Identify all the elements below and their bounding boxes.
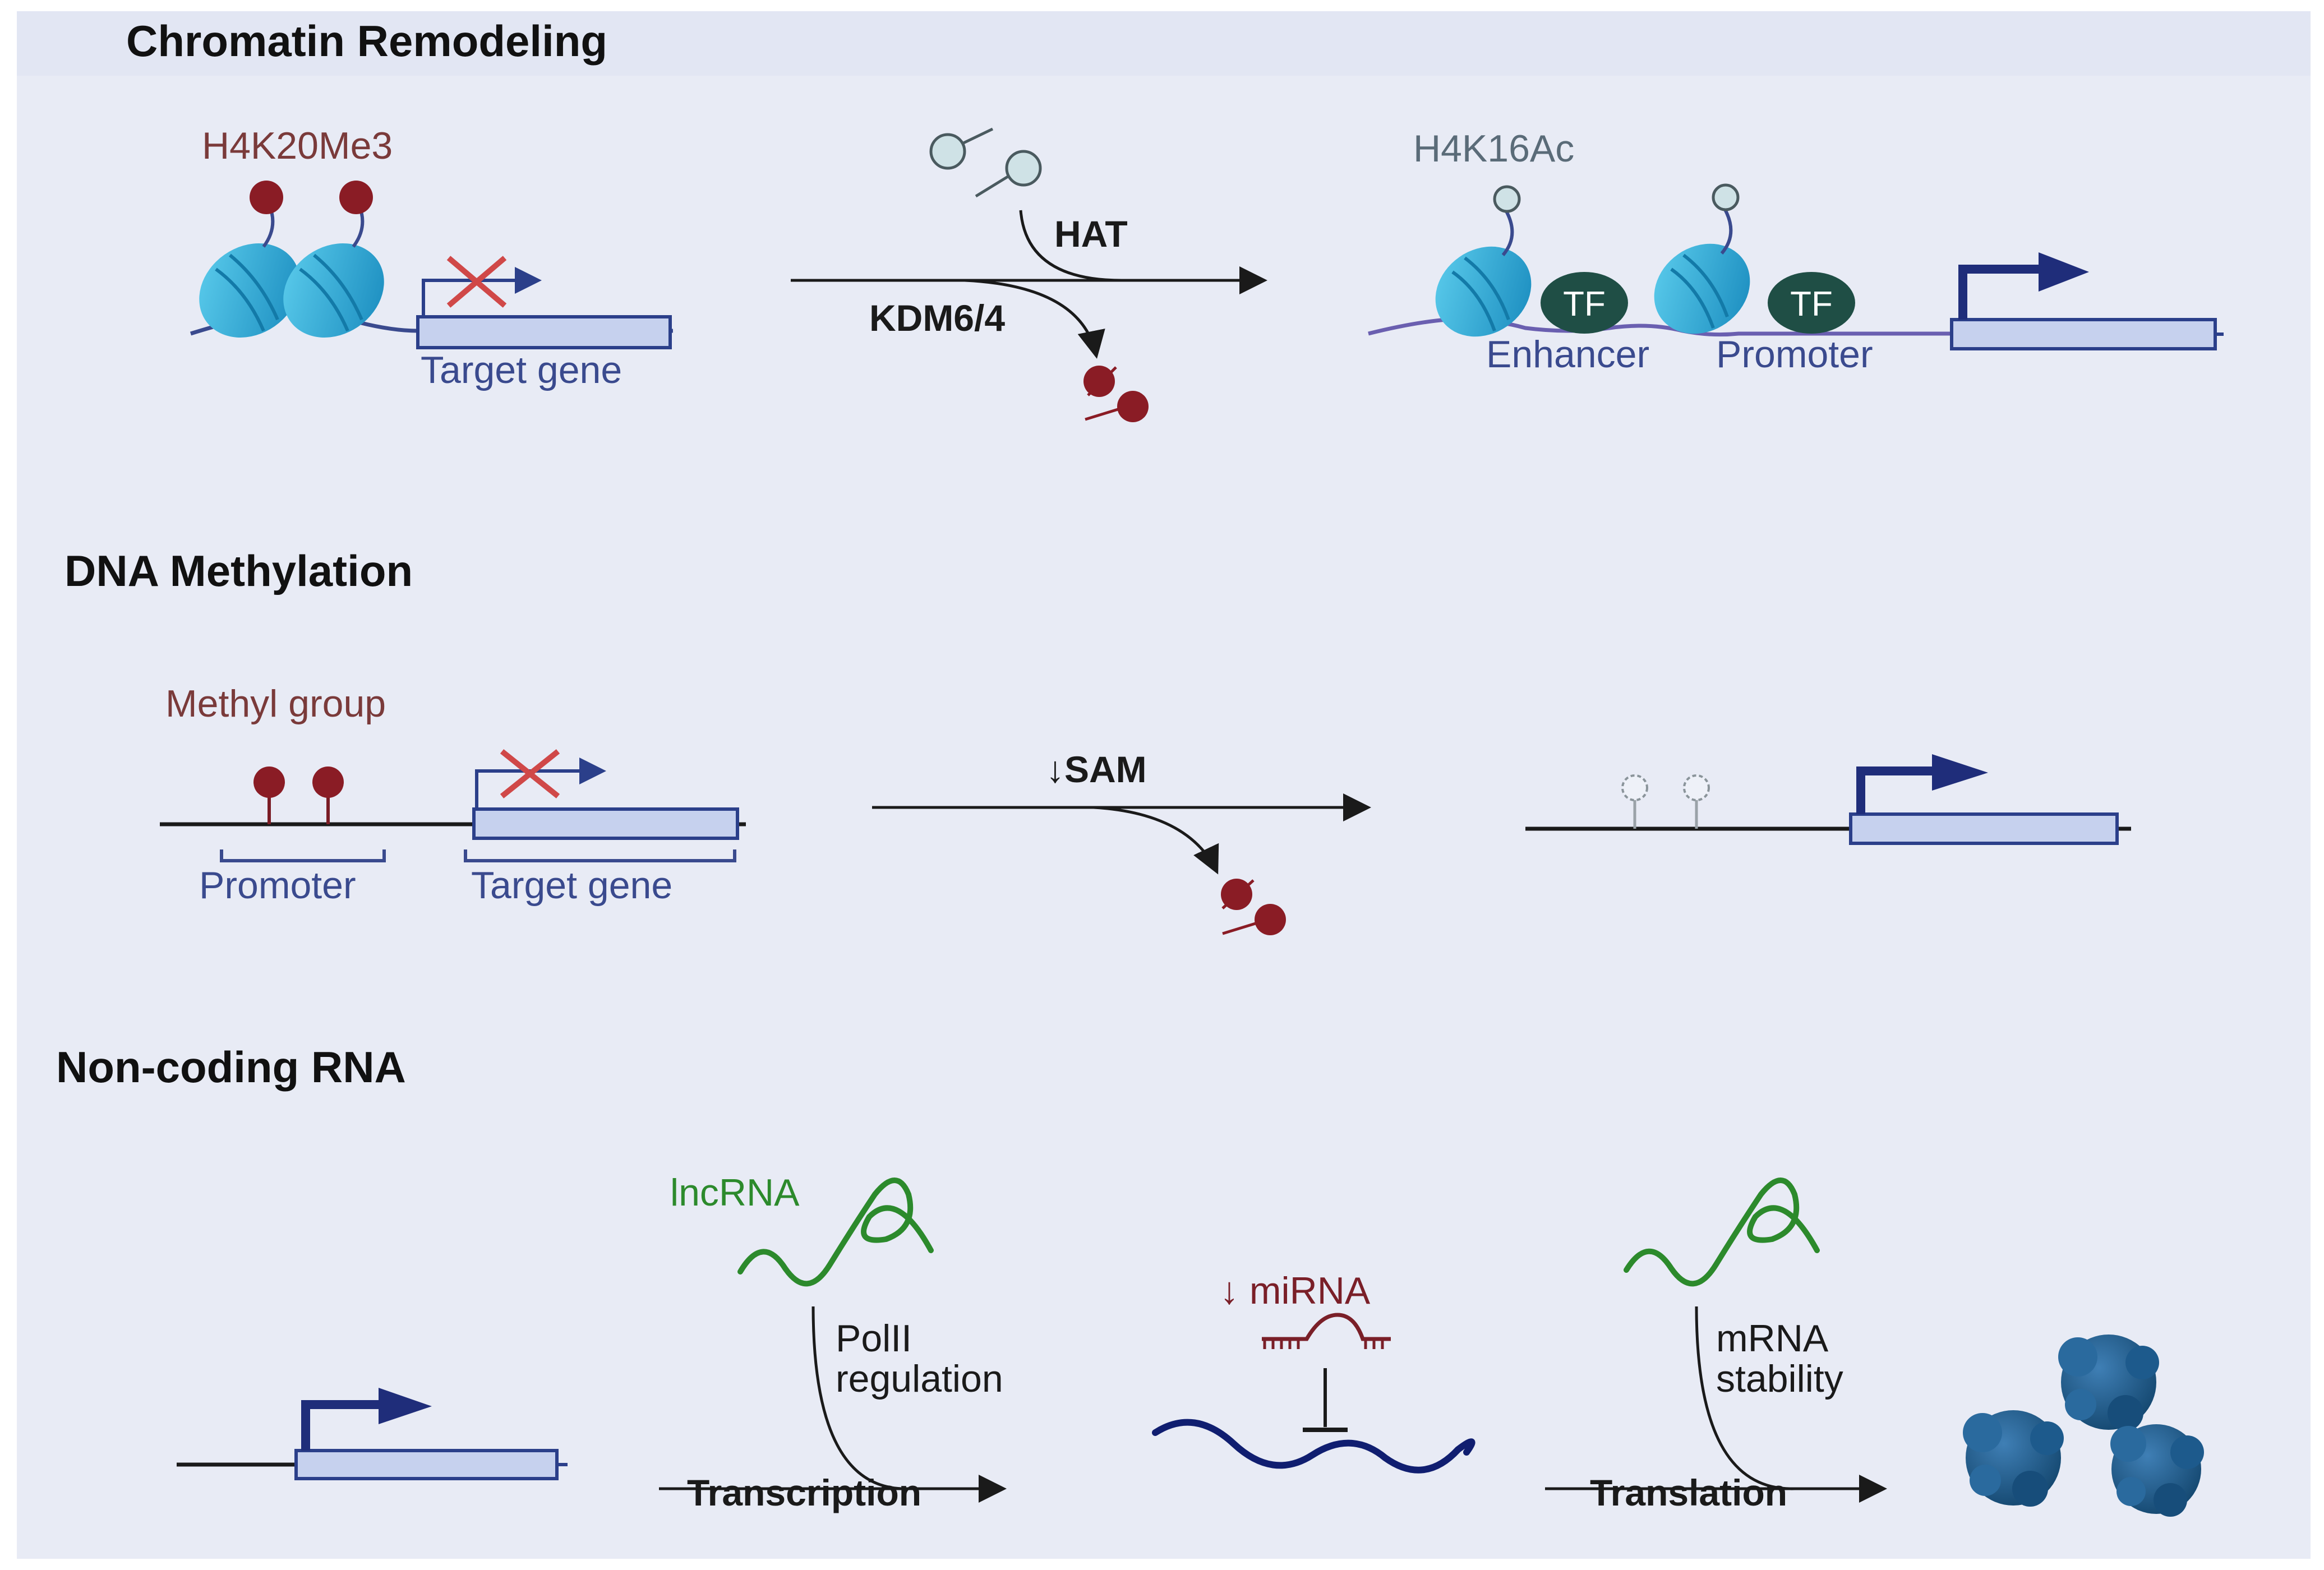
- mirna-label: ↓ miRNA: [1220, 1269, 1371, 1312]
- acetyl-group-icon: [929, 127, 994, 170]
- nucleosome-icon: [199, 243, 300, 338]
- released-methyl-bond: [1222, 921, 1260, 935]
- mrna-label: mRNA: [1716, 1317, 1829, 1360]
- nucleosome-icon: [283, 243, 384, 338]
- blocked-cross-icon: [500, 749, 560, 798]
- section-title-chromatin: Chromatin Remodeling: [126, 16, 607, 66]
- target-gene-label: Target gene: [471, 864, 672, 907]
- mrna-strand-icon: [1152, 1419, 1475, 1474]
- lncrna-strand-icon: [737, 1178, 934, 1287]
- lncrna-strand-icon: [1624, 1178, 1820, 1287]
- empty-methyl-site-icon: [1683, 774, 1710, 801]
- tss-arrow-blocked: [422, 267, 542, 317]
- released-methyl-icon: [1117, 391, 1149, 422]
- promoter-label: Promoter: [1716, 333, 1873, 376]
- methyl-group-icon: [339, 181, 373, 214]
- target-gene-box: [472, 807, 739, 840]
- promoter-bracket: [220, 849, 386, 862]
- regulation-label: regulation: [836, 1357, 1003, 1400]
- acetyl-group-icon: [1712, 183, 1740, 211]
- histone-mark-h4k20me3-label: H4K20Me3: [202, 124, 393, 167]
- section-title-methylation: DNA Methylation: [64, 546, 413, 595]
- tf-label: TF: [1563, 285, 1606, 324]
- active-gene-box: [1950, 318, 2217, 350]
- methyl-release-curve: [964, 279, 1105, 359]
- methyl-group-icon: [253, 766, 285, 798]
- polii-label: PolII: [836, 1317, 912, 1360]
- histone-tail: [1720, 207, 1733, 255]
- methyl-group-label: Methyl group: [165, 682, 386, 725]
- transcription-factor-icon: TF: [1541, 272, 1628, 334]
- target-gene-box: [416, 315, 672, 349]
- released-methyl-bond: [1221, 879, 1255, 909]
- lncrna-label: lncRNA: [670, 1171, 800, 1214]
- tf-label: TF: [1790, 285, 1833, 324]
- section-title-ncrna: Non-coding RNA: [56, 1042, 406, 1092]
- enhancer-label: Enhancer: [1486, 333, 1649, 376]
- released-methyl-icon: [1083, 366, 1115, 397]
- kdm-label: KDM6/4: [869, 297, 1005, 339]
- protein-icon: [2058, 1334, 2159, 1431]
- translation-label: Translation: [1590, 1472, 1787, 1513]
- histone-mark-h4k16ac-label: H4K16Ac: [1413, 127, 1574, 170]
- released-methyl-icon: [1255, 904, 1286, 935]
- blocked-cross-icon: [446, 256, 507, 308]
- acetyl-group-icon: [975, 150, 1042, 198]
- active-gene-box: [1849, 812, 2119, 845]
- mirna-hairpin-icon: [1262, 1313, 1391, 1349]
- stability-label: stability: [1716, 1357, 1843, 1400]
- gene-box: [294, 1449, 559, 1480]
- acetyl-group-icon: [1493, 185, 1521, 213]
- transcription-factor-icon: TF: [1768, 272, 1855, 334]
- sam-label: ↓SAM: [1046, 749, 1147, 790]
- methyl-group-icon: [312, 766, 344, 798]
- target-gene-bracket: [464, 849, 736, 862]
- methyl-release-curve: [1093, 806, 1219, 875]
- empty-methyl-site-icon: [1621, 774, 1648, 801]
- tss-arrow-blocked: [475, 758, 606, 809]
- released-methyl-bond: [1085, 407, 1122, 421]
- histone-tail: [1501, 209, 1514, 256]
- active-tss-arrow: [1958, 252, 2089, 320]
- transcription-label: Transcription: [687, 1472, 921, 1513]
- panel-background: [17, 11, 2311, 1559]
- methyl-group-icon: [250, 181, 283, 214]
- hat-label: HAT: [1054, 213, 1128, 255]
- protein-icon: [1963, 1410, 2064, 1507]
- tss-arrow: [301, 1388, 432, 1451]
- active-tss-arrow: [1856, 754, 1988, 814]
- target-gene-label: Target gene: [421, 349, 622, 391]
- protein-icon: [2110, 1424, 2204, 1517]
- released-methyl-bond: [1087, 366, 1117, 396]
- header-band: [17, 11, 2311, 76]
- promoter-label: Promoter: [199, 864, 356, 907]
- hat-input-curve: [1019, 210, 1122, 282]
- nucleosome-icon: [1654, 243, 1750, 334]
- nucleosome-icon: [1435, 246, 1532, 337]
